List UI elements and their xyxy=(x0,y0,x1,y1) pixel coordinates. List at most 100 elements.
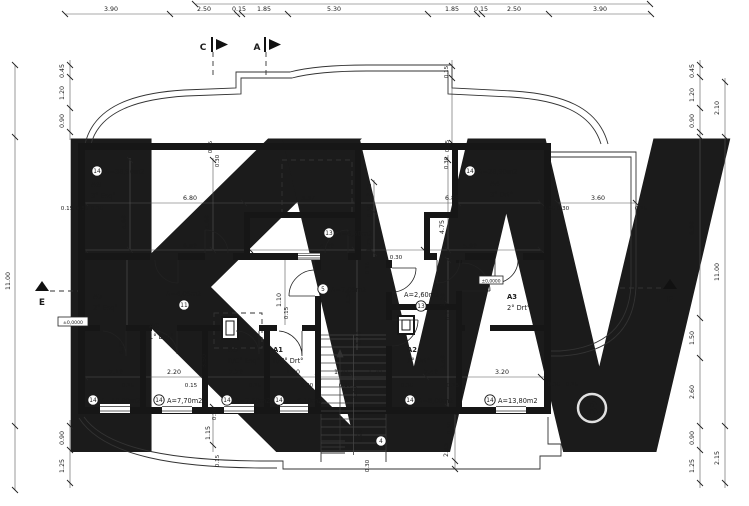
dim-label: 0.30 xyxy=(447,421,453,434)
elevation-value: ±0,0000 xyxy=(481,279,500,285)
dim-label: 2.10 xyxy=(109,369,123,376)
room-floor-label: 3° Esq° xyxy=(91,192,116,200)
area-value: A=6,50m2 xyxy=(337,230,372,238)
badge-circle xyxy=(91,165,103,177)
room-name: A2 xyxy=(407,346,417,354)
badge-number: 14 xyxy=(223,398,231,404)
dim-label: 1.20 xyxy=(334,369,348,376)
section-arrow-icon xyxy=(269,39,281,50)
dim-label: 0.15 xyxy=(635,206,648,212)
dim-label: 2.60 xyxy=(689,385,696,399)
windows-layer xyxy=(100,253,526,413)
dim-label: 1.20 xyxy=(440,293,447,307)
dim-label: 0.90 xyxy=(689,431,696,445)
dim-label: 6.80 xyxy=(183,195,197,202)
dim-label: 3.90 xyxy=(593,6,607,13)
elevation-value: ±0,0000 xyxy=(63,320,83,326)
dim-label: 5.30 xyxy=(327,6,341,13)
room-floor-label: R/C° Drt° xyxy=(273,357,303,365)
section-letter: A xyxy=(254,43,261,53)
dashed-lines xyxy=(50,52,662,349)
dim-label: 0.15 xyxy=(447,383,460,389)
dim-label: 0.15 xyxy=(365,261,371,274)
room-floor-label: 3° Drt° xyxy=(490,191,513,199)
dim-label: 0.15 xyxy=(208,140,214,153)
dim-label: 0.10 xyxy=(339,383,352,389)
window xyxy=(280,404,308,413)
badge-circle xyxy=(323,227,335,239)
section-marker-a: A xyxy=(254,37,281,53)
badge-circle xyxy=(87,394,99,406)
window xyxy=(162,404,192,413)
room-name: A1 xyxy=(273,346,283,354)
room-name: A7 xyxy=(93,293,103,301)
badge-circle xyxy=(404,394,416,406)
badge-number: 14 xyxy=(89,398,97,404)
top-terrace-outer xyxy=(84,64,609,145)
dim-label: 0.15 xyxy=(445,139,451,152)
dim-label: 2.10 xyxy=(714,101,721,115)
area-badge: 13 A=2,60m2 xyxy=(404,291,439,312)
dim-label: 1.20 xyxy=(59,86,66,100)
dim-label: 0.15 xyxy=(232,6,246,13)
badge-circle xyxy=(464,165,476,177)
top-terrace-inner xyxy=(90,70,602,145)
dim-label: 2.50 xyxy=(507,6,521,13)
dim-label: 0.90 xyxy=(689,114,696,128)
dim-label: 0.30 xyxy=(390,255,403,261)
room-floor-label: 2° Drt° xyxy=(507,304,530,312)
badge-circle xyxy=(484,394,496,406)
badge-circle xyxy=(317,283,329,295)
badge-number: 13 xyxy=(417,304,425,310)
room-floor-label: R/C° Esq° xyxy=(228,357,260,365)
stairs xyxy=(321,334,386,455)
dim-label: 2.50 xyxy=(197,6,211,13)
room-name: A8 xyxy=(91,181,101,189)
right-terrace-inner xyxy=(551,156,632,352)
dim-label: 1.15 xyxy=(205,426,212,440)
dim-label: 0.30 xyxy=(401,383,414,389)
bottom-terrace-outer2 xyxy=(78,417,277,469)
dim-label: 6.90 xyxy=(689,221,696,235)
area-value: A=2,60m2 xyxy=(404,291,439,299)
dim-label: 1.85 xyxy=(257,6,271,13)
duct-boxes xyxy=(221,315,415,340)
dim-label: 3.40 xyxy=(440,355,447,369)
badge-number: 14 xyxy=(486,398,494,404)
dim-label: 0.30 xyxy=(91,206,104,212)
dim-label: 1.20 xyxy=(368,369,382,376)
dim-label: 2.20 xyxy=(229,369,243,376)
badge-circle xyxy=(273,394,285,406)
window xyxy=(496,404,526,413)
dim-label: 0.30 xyxy=(365,459,371,472)
area-badge: 4 xyxy=(375,435,387,447)
dim-label: 1.25 xyxy=(689,459,696,473)
section-marker-e: E xyxy=(35,281,49,308)
badge-circle xyxy=(415,300,427,312)
badge-number: 13 xyxy=(325,231,333,237)
dim-label: 0.15 xyxy=(474,6,488,13)
dim-label: 0.30 xyxy=(557,206,570,212)
stair-exit-passage xyxy=(320,414,387,462)
dim-label: 0.45 xyxy=(689,64,696,78)
badge-number: 14 xyxy=(155,398,163,404)
room-floor-label: 1° Drt° xyxy=(407,357,430,365)
bottom-terrace-outer xyxy=(83,416,562,470)
dim-label: 0.90 xyxy=(59,431,66,445)
dim-label: 0.15 xyxy=(61,206,74,212)
dim-label: 0.15 xyxy=(445,307,451,320)
window xyxy=(100,404,130,413)
dim-label: 3.20 xyxy=(495,369,509,376)
dim-label: 2.40 xyxy=(424,369,438,376)
doors-layer xyxy=(102,229,519,357)
window xyxy=(224,404,254,413)
kw-watermark: KW R xyxy=(31,54,749,506)
